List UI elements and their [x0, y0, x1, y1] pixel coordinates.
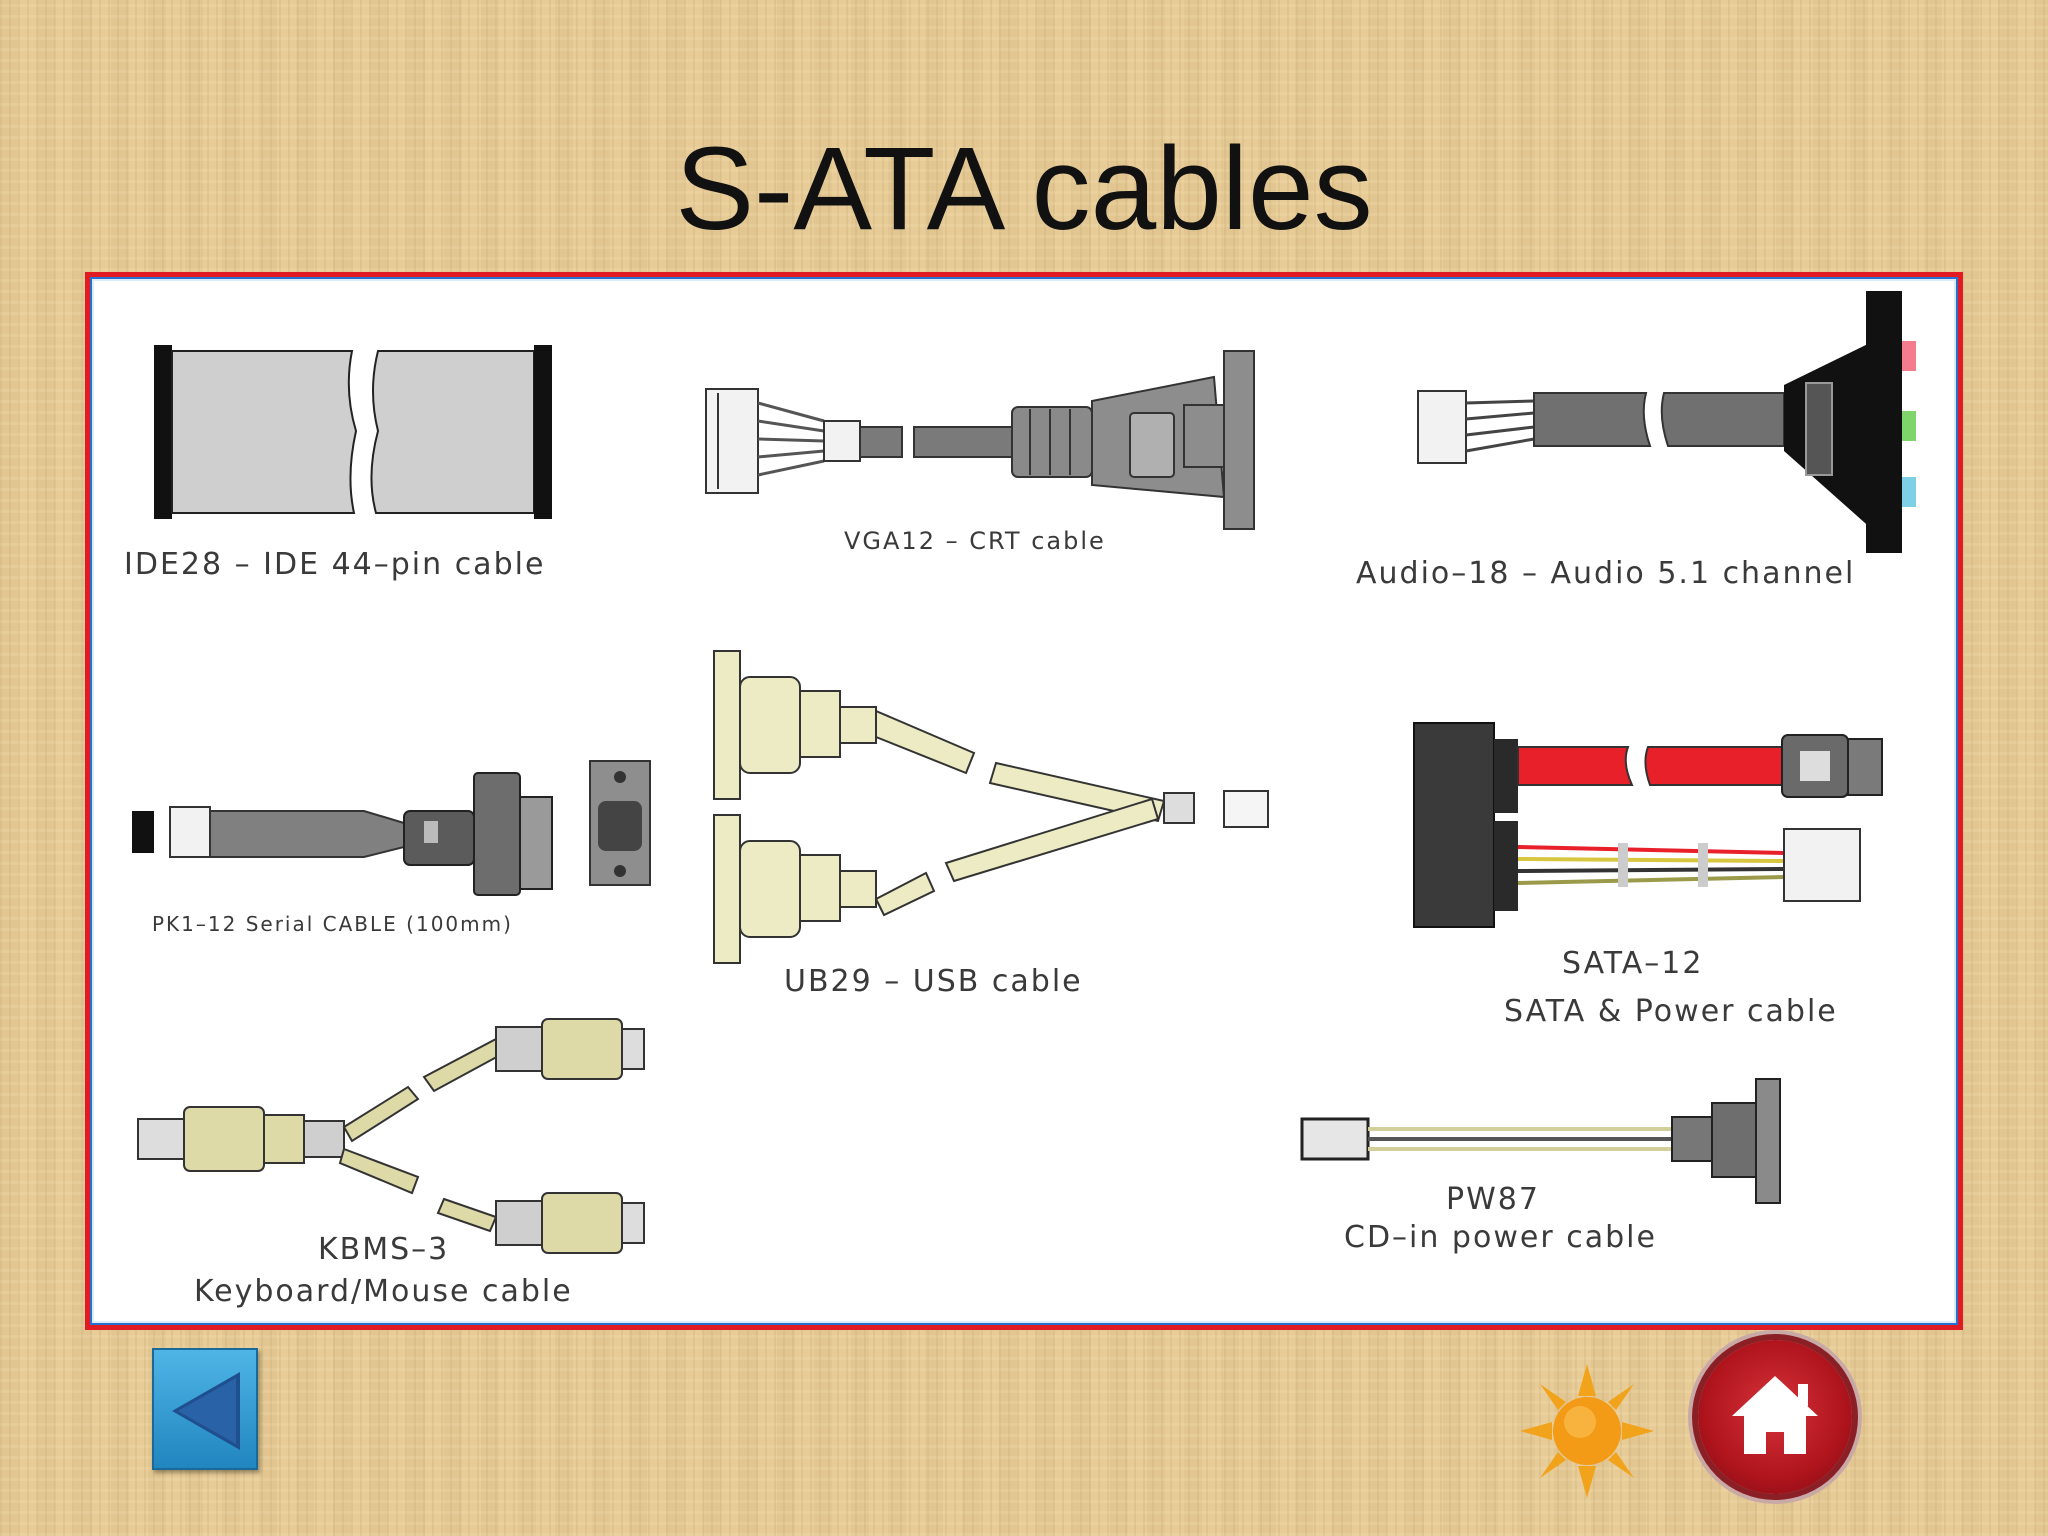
usb-cable: UB29 – USB cable [713, 650, 1269, 999]
sata-cable: SATA–12 SATA & Power cable [1413, 722, 1883, 1029]
sun-icon[interactable] [1518, 1362, 1656, 1500]
slide-title: S-ATA cables [675, 123, 1373, 255]
kbms-cable-label-1: KBMS–3 [318, 1232, 449, 1267]
vga-cable-label: VGA12 – CRT cable [844, 527, 1106, 555]
cables-diagram: IDE28 – IDE 44–pin cable [124, 291, 1916, 1309]
serial-cable: PK1–12 Serial CABLE (100mm) [132, 760, 651, 936]
diagram-canvas: IDE28 – IDE 44–pin cable [92, 279, 1956, 1323]
pw-cable-label-1: PW87 [1446, 1182, 1540, 1217]
serial-cable-label: PK1–12 Serial CABLE (100mm) [152, 912, 513, 936]
kbms-cable: KBMS–3 Keyboard/Mouse cable [137, 1018, 645, 1309]
back-button[interactable] [152, 1348, 258, 1470]
vga-cable: VGA12 – CRT cable [705, 350, 1255, 555]
usb-cable-label: UB29 – USB cable [784, 964, 1083, 999]
diagram-frame: IDE28 – IDE 44–pin cable [85, 272, 1963, 1330]
ide-cable-label: IDE28 – IDE 44–pin cable [124, 547, 545, 582]
pw-cable: PW87 CD–in power cable [1300, 1078, 1781, 1255]
back-arrow-icon [172, 1372, 240, 1450]
sata-cable-label-1: SATA–12 [1562, 946, 1704, 981]
home-button[interactable] [1698, 1340, 1852, 1494]
sata-cable-label-2: SATA & Power cable [1504, 994, 1838, 1029]
kbms-cable-label-2: Keyboard/Mouse cable [194, 1274, 573, 1309]
ide-cable: IDE28 – IDE 44–pin cable [124, 345, 552, 582]
home-icon [1732, 1376, 1818, 1454]
audio-cable: Audio–18 – Audio 5.1 channel [1356, 291, 1916, 591]
pw-cable-label-2: CD–in power cable [1344, 1220, 1657, 1255]
audio-cable-label: Audio–18 – Audio 5.1 channel [1356, 556, 1855, 591]
